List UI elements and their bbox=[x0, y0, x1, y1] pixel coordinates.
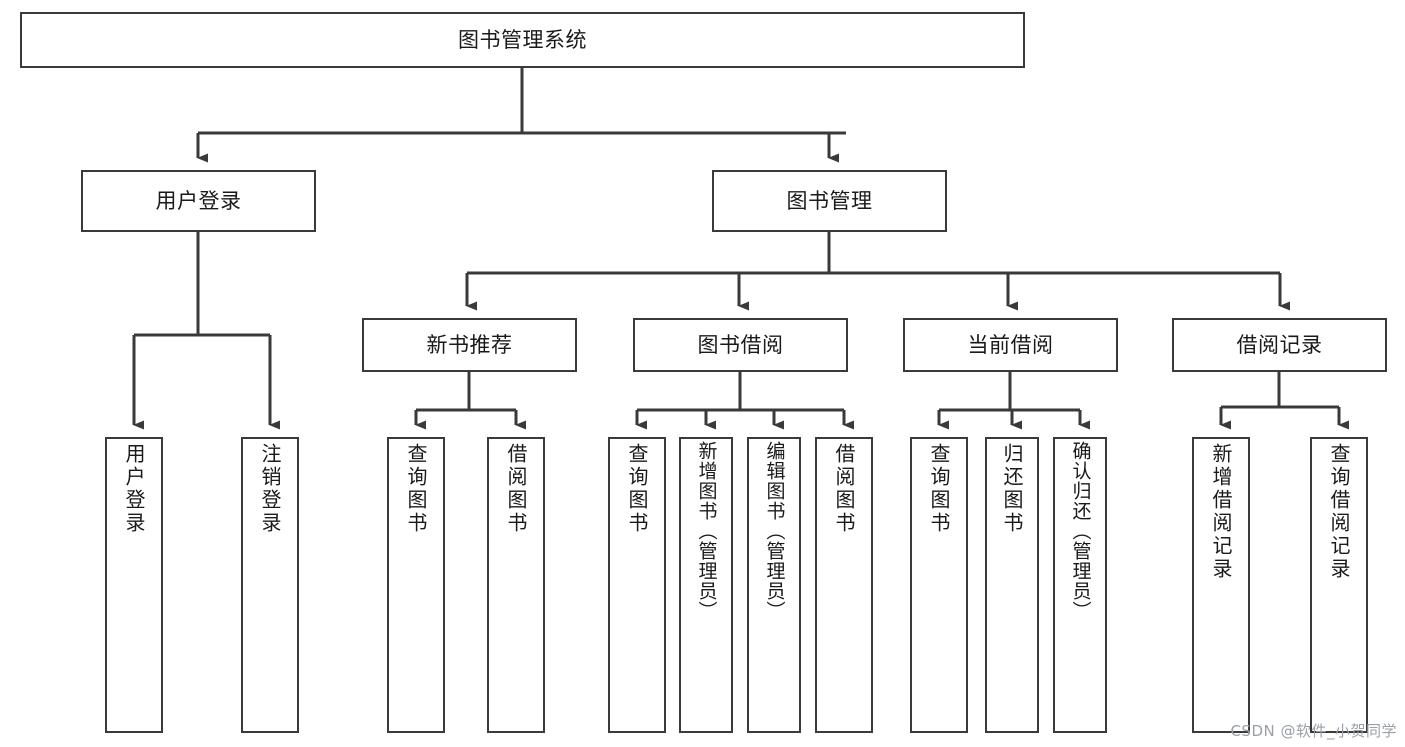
leaf-query-book-3-label: 查询图书 bbox=[927, 443, 951, 535]
node-root[interactable]: 图书管理系统 bbox=[20, 12, 1025, 68]
leaf-logout[interactable]: 注销登录 bbox=[241, 437, 299, 733]
leaf-borrow-book-1[interactable]: 借阅图书 bbox=[487, 437, 545, 733]
node-borrow-records[interactable]: 借阅记录 bbox=[1172, 318, 1387, 372]
connector-newbook-to-leaves bbox=[414, 372, 526, 430]
leaf-query-book-3[interactable]: 查询图书 bbox=[910, 437, 968, 733]
node-book-borrow-label: 图书借阅 bbox=[697, 332, 784, 357]
connector-root-to-level2 bbox=[196, 68, 846, 163]
node-current-borrow[interactable]: 当前借阅 bbox=[903, 318, 1118, 372]
leaf-query-record-label: 查询借阅记录 bbox=[1327, 443, 1351, 581]
node-book-management[interactable]: 图书管理 bbox=[712, 170, 947, 232]
node-book-borrow[interactable]: 图书借阅 bbox=[633, 318, 848, 372]
leaf-borrow-book-1-label: 借阅图书 bbox=[504, 443, 528, 535]
leaf-edit-book-label: 编辑图书（管理员） bbox=[763, 441, 786, 621]
node-user-login[interactable]: 用户登录 bbox=[81, 170, 316, 232]
node-book-management-label: 图书管理 bbox=[786, 188, 873, 213]
node-borrow-records-label: 借阅记录 bbox=[1236, 332, 1323, 357]
leaf-query-book-1-label: 查询图书 bbox=[404, 443, 428, 535]
leaf-query-record[interactable]: 查询借阅记录 bbox=[1310, 437, 1368, 733]
leaf-user-login[interactable]: 用户登录 bbox=[105, 437, 163, 733]
leaf-borrow-book-2-label: 借阅图书 bbox=[832, 443, 856, 535]
node-root-label: 图书管理系统 bbox=[458, 27, 587, 52]
leaf-add-book-label: 新增图书（管理员） bbox=[695, 441, 718, 621]
connector-bookborrow-to-leaves bbox=[635, 372, 854, 430]
watermark-text: CSDN @软件_小贺同学 bbox=[1230, 722, 1397, 740]
node-new-book-recommend-label: 新书推荐 bbox=[426, 332, 513, 357]
leaf-user-login-label: 用户登录 bbox=[122, 443, 146, 535]
connector-bookmgmt-to-level3 bbox=[465, 232, 1290, 311]
leaf-edit-book[interactable]: 编辑图书（管理员） bbox=[747, 437, 801, 733]
leaf-query-book-1[interactable]: 查询图书 bbox=[387, 437, 445, 733]
leaf-return-book[interactable]: 归还图书 bbox=[985, 437, 1039, 733]
node-current-borrow-label: 当前借阅 bbox=[967, 332, 1054, 357]
leaf-borrow-book-2[interactable]: 借阅图书 bbox=[815, 437, 873, 733]
leaf-return-book-label: 归还图书 bbox=[1000, 443, 1024, 535]
leaf-confirm-return[interactable]: 确认归还（管理员） bbox=[1053, 437, 1107, 733]
node-user-login-label: 用户登录 bbox=[155, 188, 242, 213]
connector-currentborrow-to-leaves bbox=[937, 372, 1090, 430]
leaf-query-book-2-label: 查询图书 bbox=[625, 443, 649, 535]
leaf-add-book[interactable]: 新增图书（管理员） bbox=[679, 437, 733, 733]
connector-userlogin-to-leaves bbox=[132, 232, 280, 430]
leaf-logout-label: 注销登录 bbox=[258, 443, 282, 535]
leaf-add-record-label: 新增借阅记录 bbox=[1209, 443, 1233, 581]
leaf-add-record[interactable]: 新增借阅记录 bbox=[1192, 437, 1250, 733]
leaf-query-book-2[interactable]: 查询图书 bbox=[608, 437, 666, 733]
node-new-book-recommend[interactable]: 新书推荐 bbox=[362, 318, 577, 372]
connector-records-to-leaves bbox=[1219, 372, 1349, 430]
leaf-confirm-return-label: 确认归还（管理员） bbox=[1069, 441, 1092, 621]
